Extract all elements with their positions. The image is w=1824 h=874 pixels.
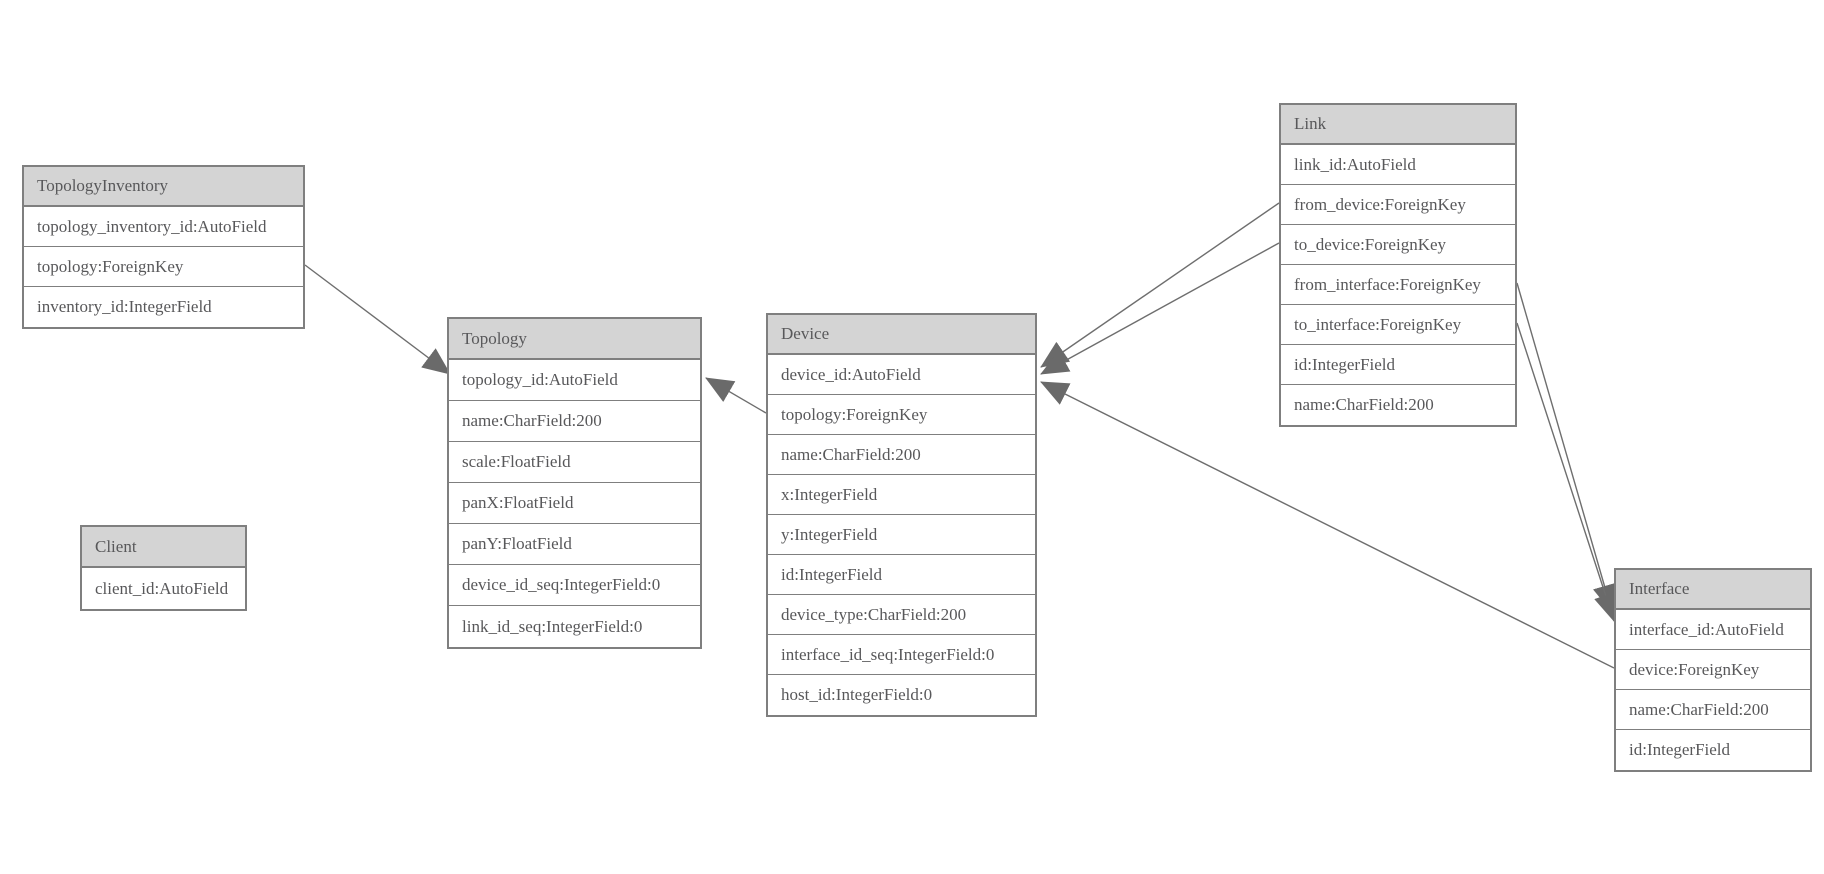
entity-field: id:IntegerField xyxy=(768,555,1035,595)
entity-field: id:IntegerField xyxy=(1281,345,1515,385)
entity-field: device_type:CharField:200 xyxy=(768,595,1035,635)
relation-link-from-interface-to-interface xyxy=(1516,282,1617,613)
entity-field: id:IntegerField xyxy=(1616,730,1810,770)
entity-field: host_id:IntegerField:0 xyxy=(768,675,1035,715)
entity-field: link_id:AutoField xyxy=(1281,145,1515,185)
entity-title-topology-inventory: TopologyInventory xyxy=(24,167,303,207)
entity-field: to_interface:ForeignKey xyxy=(1281,305,1515,345)
entity-title-link: Link xyxy=(1281,105,1515,145)
entity-field: inventory_id:IntegerField xyxy=(24,287,303,327)
entity-field: name:CharField:200 xyxy=(1616,690,1810,730)
entity-field: device_id:AutoField xyxy=(768,355,1035,395)
entity-field: x:IntegerField xyxy=(768,475,1035,515)
entity-field: from_device:ForeignKey xyxy=(1281,185,1515,225)
entity-field: name:CharField:200 xyxy=(1281,385,1515,425)
entity-title-interface: Interface xyxy=(1616,570,1810,610)
entity-field: device_id_seq:IntegerField:0 xyxy=(449,565,700,606)
entity-field: name:CharField:200 xyxy=(768,435,1035,475)
entity-field: device:ForeignKey xyxy=(1616,650,1810,690)
relation-device-topology-to-topology xyxy=(705,377,767,414)
entity-field: panX:FloatField xyxy=(449,483,700,524)
entity-field: topology_inventory_id:AutoField xyxy=(24,207,303,247)
entity-field: topology:ForeignKey xyxy=(768,395,1035,435)
entity-field: link_id_seq:IntegerField:0 xyxy=(449,606,700,647)
entity-field: topology_id:AutoField xyxy=(449,360,700,401)
entity-title-topology: Topology xyxy=(449,319,700,360)
entity-field: from_interface:ForeignKey xyxy=(1281,265,1515,305)
entity-field: name:CharField:200 xyxy=(449,401,700,442)
relation-link-to-device-to-device xyxy=(1040,242,1280,375)
entity-field: to_device:ForeignKey xyxy=(1281,225,1515,265)
relation-link-from-device-to-device xyxy=(1040,202,1280,368)
entity-title-device: Device xyxy=(768,315,1035,355)
entity-field: y:IntegerField xyxy=(768,515,1035,555)
entity-field: topology:ForeignKey xyxy=(24,247,303,287)
entity-field: panY:FloatField xyxy=(449,524,700,565)
entity-title-client: Client xyxy=(82,527,245,568)
entity-field: interface_id:AutoField xyxy=(1616,610,1810,650)
entity-field: client_id:AutoField xyxy=(82,568,245,609)
relation-link-to-interface-to-interface xyxy=(1516,322,1618,622)
entity-field: interface_id_seq:IntegerField:0 xyxy=(768,635,1035,675)
entity-field: scale:FloatField xyxy=(449,442,700,483)
relation-topologyinventory-topology-to-topology xyxy=(304,264,451,375)
